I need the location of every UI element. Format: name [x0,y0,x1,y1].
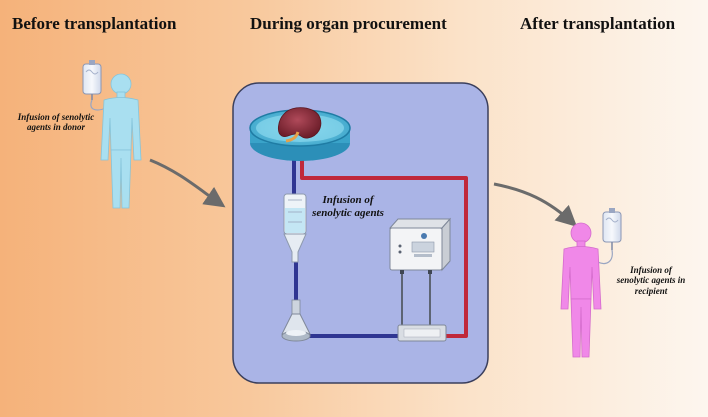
caption-donor-infusion: Infusion of senolytic agents in donor [17,112,95,133]
caption-recipient-infusion: Infusion of senolytic agents in recipien… [616,265,686,296]
heading-after-transplantation: After transplantation [520,14,676,33]
caption-procurement-infusion: Infusion of senolytic agents [312,194,384,219]
reservoir-flask-icon [281,299,311,342]
heading-during-procurement: During organ procurement [250,14,447,33]
arterial-perfusion-line [300,152,468,338]
perfusion-machine-icon [388,217,452,342]
recipient-body-icon [560,222,602,358]
recipient-iv-bag-icon [597,208,622,265]
kidney-icon [278,107,322,143]
heading-before-transplantation: Before transplantation [12,14,177,33]
donor-body-icon [100,73,142,209]
right-flow-arrow [493,182,578,227]
donor-iv-bag-icon [82,60,107,111]
infusion-bottle-icon [283,193,307,263]
left-flow-arrow [149,158,226,208]
